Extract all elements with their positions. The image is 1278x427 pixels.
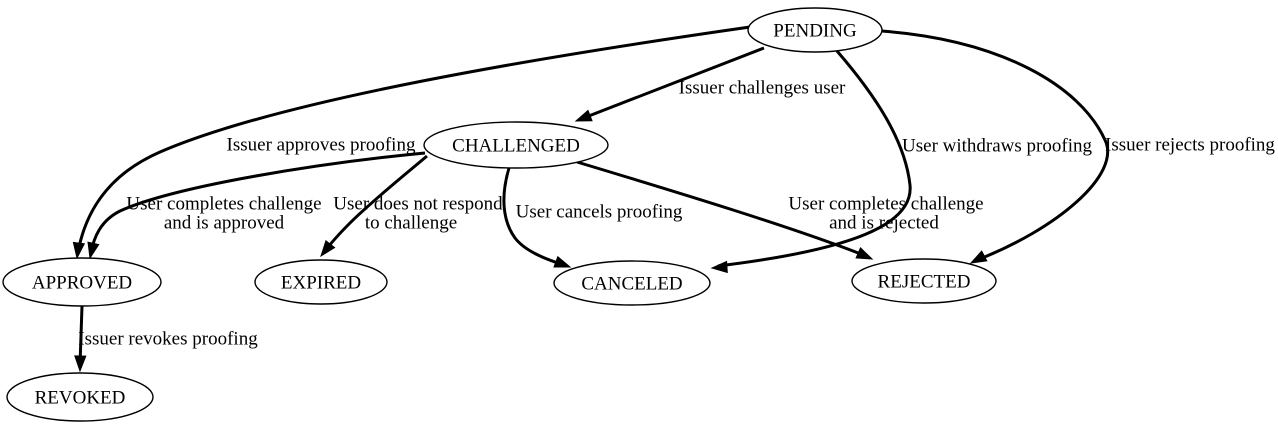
edge-label: User cancels proofing xyxy=(516,202,683,223)
state-name-rejected: REJECTED xyxy=(878,272,971,293)
edge-label: and is approved xyxy=(164,213,285,234)
arrowhead-icon xyxy=(574,109,593,122)
arrowhead-icon xyxy=(74,355,87,373)
arrowhead-icon xyxy=(320,239,336,258)
arrowhead-icon xyxy=(710,260,728,274)
state-ellipse-expired xyxy=(254,259,388,305)
edge-line-pending-canceled xyxy=(717,50,912,268)
edge-label: Issuer rejects proofing xyxy=(1105,135,1275,156)
state-name-pending: PENDING xyxy=(773,21,857,42)
state-name-challenged: CHALLENGED xyxy=(452,136,580,157)
state-ellipse-canceled xyxy=(553,260,711,306)
state-ellipse-pending xyxy=(747,7,883,53)
state-name-expired: EXPIRED xyxy=(281,273,361,294)
arrowhead-icon xyxy=(553,255,572,268)
edge-line-approved-revoked xyxy=(78,305,84,366)
edge-label: Issuer challenges user xyxy=(679,78,846,99)
edge-approved-revoked: Issuer revokes proofing xyxy=(74,305,258,373)
state-name-revoked: REVOKED xyxy=(35,388,126,409)
edge-label: Issuer revokes proofing xyxy=(78,329,258,350)
edge-label: Issuer approves proofing xyxy=(227,135,416,156)
edge-line-challenged-expired xyxy=(323,154,428,252)
arrowhead-icon xyxy=(87,241,100,260)
state-ellipse-rejected xyxy=(851,258,997,304)
arrowhead-icon xyxy=(969,250,988,264)
state-node-approved: APPROVED xyxy=(2,257,162,307)
state-name-canceled: CANCELED xyxy=(581,274,682,295)
state-node-pending: PENDING xyxy=(747,7,883,53)
edge-label: to challenge xyxy=(365,213,457,234)
edge-line-challenged-canceled xyxy=(502,167,565,267)
state-node-challenged: CHALLENGED xyxy=(423,121,609,169)
edge-line-pending-approved xyxy=(76,25,751,253)
arrowhead-icon xyxy=(855,247,874,260)
edge-line-pending-rejected xyxy=(881,29,1109,262)
state-node-expired: EXPIRED xyxy=(254,259,388,305)
edge-label: User completes challenge xyxy=(788,194,983,215)
edge-line-challenged-rejected xyxy=(576,160,867,258)
edge-challenged-canceled: User cancels proofing xyxy=(502,167,683,268)
edge-label: and is rejected xyxy=(829,213,939,234)
edge-pending-rejected: Issuer rejects proofing xyxy=(881,29,1275,264)
arrowhead-icon xyxy=(72,241,86,260)
edge-label: User does not respond xyxy=(333,194,503,215)
edge-line-challenged-approved xyxy=(89,151,426,253)
state-node-rejected: REJECTED xyxy=(851,258,997,304)
edge-pending-challenged: Issuer challenges user xyxy=(574,46,846,122)
state-node-canceled: CANCELED xyxy=(553,260,711,306)
state-node-revoked: REVOKED xyxy=(6,372,154,422)
state-ellipse-challenged xyxy=(423,121,609,169)
edge-pending-canceled: User withdraws proofing xyxy=(710,50,1092,274)
state-ellipse-revoked xyxy=(6,372,154,422)
state-name-approved: APPROVED xyxy=(32,273,132,294)
state-ellipse-approved xyxy=(2,257,162,307)
edge-label: User withdraws proofing xyxy=(902,136,1092,157)
edge-line-pending-challenged xyxy=(580,46,765,121)
edge-label: User completes challenge xyxy=(126,194,321,215)
edge-pending-approved: Issuer approves proofing xyxy=(72,25,751,260)
